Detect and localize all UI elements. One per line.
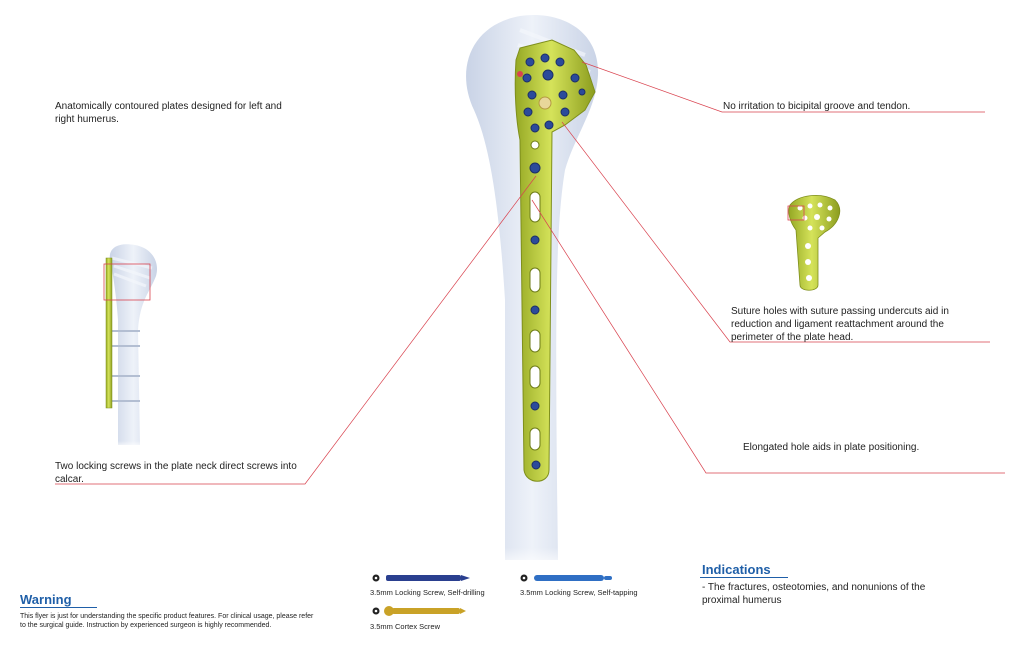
callout-calcar-screws: Two locking screws in the plate neck dir… — [55, 461, 297, 485]
indications-title: Indications — [702, 562, 771, 577]
warning-underline — [20, 607, 97, 608]
screw-label-self-drilling: 3.5mm Locking Screw, Self-drilling — [370, 588, 485, 597]
side-view-highlight-box — [103, 263, 151, 301]
indications-text: - The fractures, osteotomies, and nonuni… — [702, 582, 926, 606]
screw-label-cortex: 3.5mm Cortex Screw — [370, 622, 441, 631]
humeral-plate-side-view — [105, 257, 113, 409]
plate-center-hole — [538, 96, 552, 110]
warning-text: This flyer is just for understanding the… — [20, 613, 314, 629]
indications-underline — [700, 577, 788, 578]
suture-marker-icon — [517, 71, 523, 77]
screw-self-tapping-image — [520, 574, 612, 582]
plate-head-detail — [787, 195, 841, 291]
plate-head-screws — [522, 53, 586, 133]
callout-bicipital-groove: No irritation to bicipital groove and te… — [723, 101, 911, 112]
callout-elongated-hole: Elongated hole aids in plate positioning… — [743, 442, 920, 453]
screw-self-drilling-image — [372, 574, 470, 582]
leader-lines — [55, 61, 1005, 485]
humerus-bone-side-view — [108, 244, 158, 448]
screw-label-self-tapping: 3.5mm Locking Screw, Self-tapping — [520, 588, 638, 597]
warning-title: Warning — [20, 592, 72, 607]
callout-suture-holes: Suture holes with suture passing undercu… — [731, 306, 949, 343]
plate-shaft-holes — [529, 140, 541, 470]
callout-contoured-plates: Anatomically contoured plates designed f… — [55, 101, 282, 125]
screw-cortex-image — [372, 606, 466, 616]
